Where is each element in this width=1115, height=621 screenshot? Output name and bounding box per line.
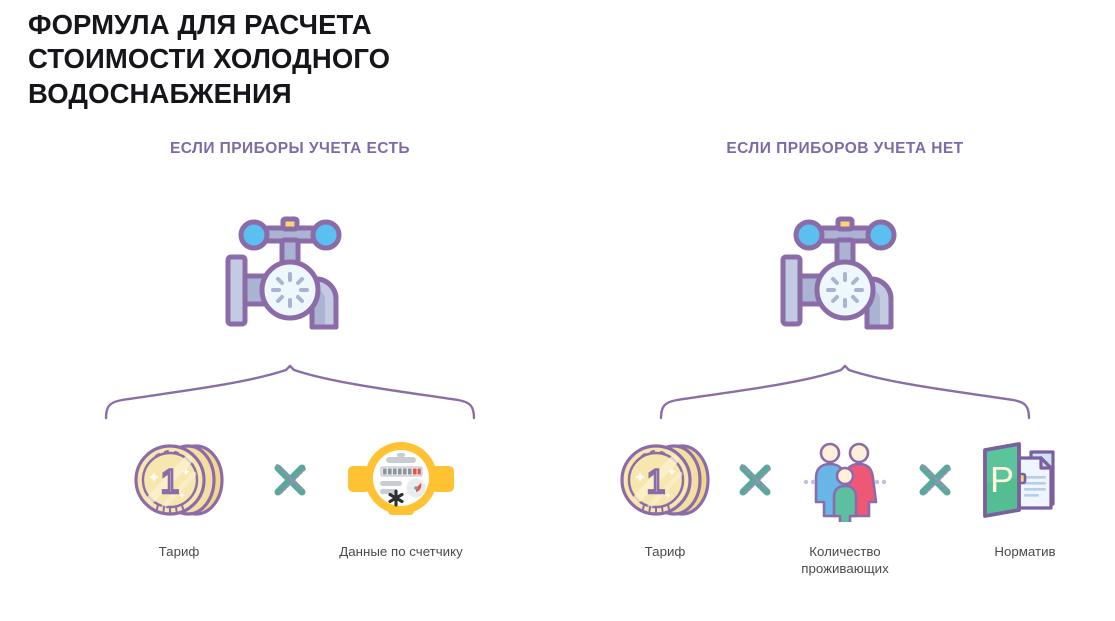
operator-multiply xyxy=(726,434,784,526)
multiply-icon xyxy=(739,463,772,496)
water-meter-icon xyxy=(348,442,454,515)
item-label: Данные по счетчику xyxy=(339,544,463,559)
coins-icon: 1 xyxy=(620,444,710,516)
faucet-wrap-unmetered xyxy=(585,211,1105,339)
family-icon-wrap xyxy=(802,434,888,526)
item-label: Норматив xyxy=(994,544,1056,559)
multiply-icon xyxy=(274,463,307,496)
item-tariff-metered: 1 xyxy=(104,434,254,560)
page-title: ФОРМУЛА ДЛЯ РАСЧЕТА СТОИМОСТИ ХОЛОДНОГО … xyxy=(28,9,391,109)
faucet-icon xyxy=(225,216,342,330)
curly-brace-icon xyxy=(659,364,1031,420)
column-heading-metered: ЕСЛИ ПРИБОРЫ УЧЕТА ЕСТЬ xyxy=(169,140,411,157)
brace-metered xyxy=(30,364,550,420)
item-label: Тариф xyxy=(644,544,686,559)
item-tariff-unmetered: 1 xyxy=(604,434,726,560)
norm-folder-icon: P xyxy=(983,442,1055,518)
operator-multiply xyxy=(254,434,326,526)
brace-unmetered xyxy=(585,364,1105,420)
column-unmetered: ЕСЛИ ПРИБОРОВ УЧЕТА НЕТ xyxy=(585,138,1105,598)
faucet-wrap-metered xyxy=(30,211,550,339)
item-label: Количество проживающих xyxy=(801,544,889,576)
items-row-unmetered: 1 xyxy=(585,434,1105,577)
norm-folder-icon-wrap: P xyxy=(979,434,1071,526)
column-heading-unmetered: ЕСЛИ ПРИБОРОВ УЧЕТА НЕТ xyxy=(726,140,964,157)
faucet-icon xyxy=(780,216,897,330)
column-metered: ЕСЛИ ПРИБОРЫ УЧЕТА ЕСТЬ xyxy=(30,138,550,598)
svg-text:1: 1 xyxy=(647,463,666,501)
multiply-icon xyxy=(919,463,952,496)
water-meter-icon-wrap xyxy=(346,434,456,526)
svg-text:P: P xyxy=(990,459,1014,500)
coins-icon-wrap: 1 xyxy=(618,434,712,526)
item-meter-data: Данные по счетчику xyxy=(326,434,476,560)
items-row-metered: 1 xyxy=(30,434,550,560)
item-label: Тариф xyxy=(158,544,200,559)
item-residents-count: Количество проживающих xyxy=(784,434,906,577)
item-norm: P Норматив xyxy=(964,434,1086,560)
coins-icon: 1 xyxy=(134,444,224,516)
svg-text:1: 1 xyxy=(161,463,180,501)
curly-brace-icon xyxy=(104,364,476,420)
family-icon xyxy=(803,442,887,522)
operator-multiply xyxy=(906,434,964,526)
coins-icon-wrap: 1 xyxy=(132,434,226,526)
